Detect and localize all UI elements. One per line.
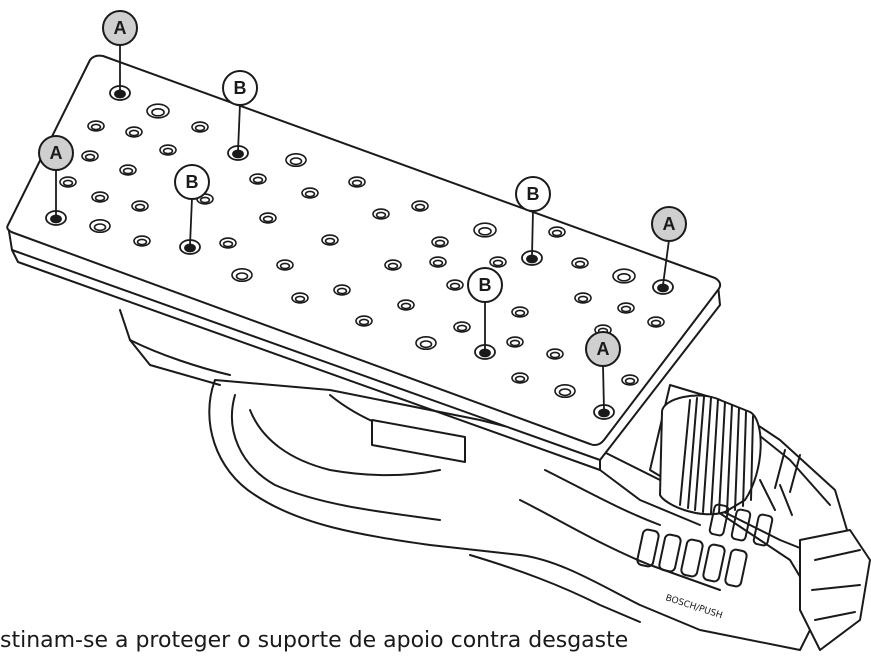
plate-hole-inner xyxy=(509,339,521,347)
plate-hole-inner xyxy=(449,282,461,290)
plate-hole-inner xyxy=(558,388,572,397)
callout-b-3-circle xyxy=(515,176,551,212)
plate-hole-inner xyxy=(162,147,174,155)
plate-hole-inner xyxy=(289,157,303,166)
callout-a-1-circle xyxy=(102,10,138,46)
plate-hole-inner xyxy=(134,203,146,211)
plate-hole-inner xyxy=(128,129,140,137)
callout-b-1-circle xyxy=(222,70,258,106)
plate-hole-inner xyxy=(549,351,561,359)
vent-slots xyxy=(636,449,801,588)
plate-hole-inner xyxy=(136,238,148,246)
plate-hole-inner xyxy=(650,319,662,327)
callout-a-2-label: A xyxy=(50,143,63,163)
plate-hole-inner xyxy=(432,259,444,267)
dust-extraction-holes xyxy=(59,103,665,398)
leader-callout-a-4 xyxy=(602,364,605,411)
callout-b-3-label: B xyxy=(527,184,540,204)
plate-hole-inner xyxy=(387,262,399,270)
sander-body xyxy=(119,309,821,651)
plate-hole-inner xyxy=(514,375,526,383)
callout-b-2-label: B xyxy=(186,172,199,192)
plate-hole-inner xyxy=(62,179,74,187)
callout-leader-lines xyxy=(55,43,670,411)
callout-b-1-label: B xyxy=(234,78,247,98)
plate-hole-inner xyxy=(93,223,107,232)
callouts: A B A B B A B A xyxy=(38,10,687,367)
plate-hole-inner xyxy=(400,302,412,310)
plate-hole-inner xyxy=(84,153,96,161)
plate-hole-inner xyxy=(252,176,264,184)
callout-b-4-label: B xyxy=(479,275,492,295)
plate-hole-inner xyxy=(419,340,433,349)
plate-hole-inner xyxy=(478,227,492,236)
plate-hole-inner xyxy=(414,203,426,211)
plate-hole-inner xyxy=(617,273,631,282)
plate-hole-inner xyxy=(351,179,363,187)
plate-hole-inner xyxy=(122,167,134,175)
plate-hole-inner xyxy=(262,215,274,223)
plate-hole-inner xyxy=(492,259,504,267)
base-plate xyxy=(6,54,722,471)
callout-b-4-circle xyxy=(467,267,503,303)
plate-hole-inner xyxy=(304,190,316,198)
plate-hole-inner xyxy=(151,108,165,117)
plate-hole-inner xyxy=(222,240,234,248)
callout-a-3-label: A xyxy=(663,214,676,234)
callout-a-4-circle xyxy=(585,331,621,367)
callout-a-2-circle xyxy=(38,135,74,171)
plate-hole-inner xyxy=(434,239,446,247)
leader-callout-a-3 xyxy=(662,239,670,286)
plate-hole-inner xyxy=(90,123,102,131)
plate-hole-inner xyxy=(375,211,387,219)
plate-hole-inner xyxy=(336,287,348,295)
plate-hole-inner xyxy=(294,295,306,303)
callout-b-2-circle xyxy=(174,164,210,200)
caption-text: stinam-se a proteger o suporte de apoio … xyxy=(0,628,629,653)
plate-hole-inner xyxy=(551,229,563,237)
plate-hole-inner xyxy=(514,309,526,317)
leader-callout-b-1 xyxy=(237,103,241,152)
plate-hole-inner xyxy=(574,260,586,268)
plate-hole-inner xyxy=(324,237,336,245)
plate-hole-inner xyxy=(94,194,106,202)
leader-callout-b-2 xyxy=(189,197,193,246)
plate-hole-inner xyxy=(194,124,206,132)
plate-hole-inner xyxy=(279,262,291,270)
plate-hole-inner xyxy=(620,305,632,313)
plate-screws xyxy=(45,85,674,420)
leader-callout-b-3 xyxy=(531,209,534,257)
callout-a-4-label: A xyxy=(597,339,610,359)
plate-hole-inner xyxy=(577,295,589,303)
plate-hole-inner xyxy=(235,272,249,281)
callout-a-1-label: A xyxy=(114,18,127,38)
plate-hole-inner xyxy=(624,377,636,385)
speed-dial-wheel xyxy=(659,394,762,516)
plate-hole-inner xyxy=(199,196,211,204)
callout-a-3-circle xyxy=(651,206,687,242)
plate-hole-inner xyxy=(358,318,370,326)
plate-hole-inner xyxy=(456,324,468,332)
